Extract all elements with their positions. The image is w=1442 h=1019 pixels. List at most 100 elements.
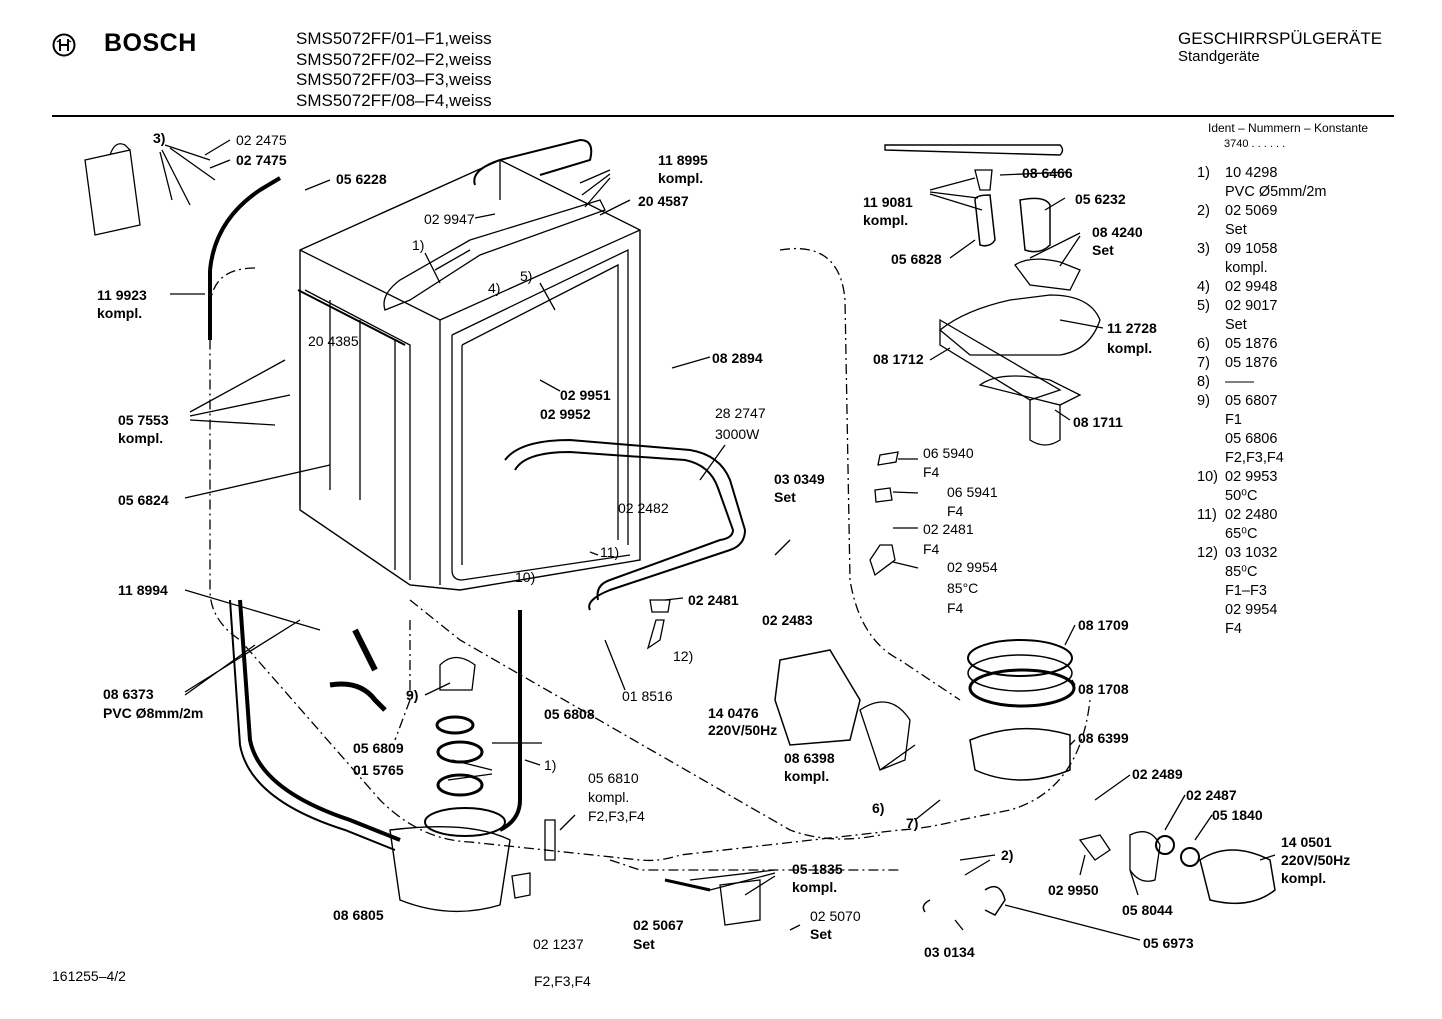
- part-label: 08 1708: [1078, 681, 1129, 697]
- part-label: 85°C: [947, 580, 979, 596]
- part-label: 5): [520, 268, 533, 284]
- part-label: Set: [810, 926, 832, 942]
- model-item: SMS5072FF/08–F4,weiss: [296, 90, 492, 110]
- part-label: 02 7475: [236, 152, 287, 168]
- part-label: kompl.: [1107, 340, 1153, 356]
- part-label: 02 5070: [810, 908, 861, 924]
- part-label: 14 0501: [1281, 834, 1332, 850]
- part-label: 03 0134: [924, 944, 975, 960]
- part-label: 02 9950: [1048, 882, 1099, 898]
- part-label: 08 2894: [712, 350, 763, 366]
- part-label: 02 2482: [618, 500, 669, 516]
- part-label: 4): [488, 280, 501, 296]
- part-label: F4: [947, 600, 964, 616]
- part-label: 08 6805: [333, 907, 384, 923]
- part-label: 05 6828: [891, 251, 942, 267]
- part-label: 7): [906, 815, 919, 831]
- part-label: F4: [947, 503, 964, 519]
- ident-number: 3740 . . . . . .: [1224, 138, 1286, 150]
- part-label: 08 6399: [1078, 730, 1129, 746]
- part-label: Set: [633, 936, 655, 952]
- category-title: GESCHIRRSPÜLGERÄTE: [1178, 29, 1383, 48]
- part-label: F4: [923, 464, 940, 480]
- part-label: 08 6466: [1022, 165, 1073, 181]
- part-label: 08 4240: [1092, 224, 1143, 240]
- part-label: 05 1840: [1212, 807, 1263, 823]
- model-item: SMS5072FF/02–F2,weiss: [296, 49, 492, 69]
- part-label: 02 5067: [633, 917, 684, 933]
- part-label: 11): [600, 544, 620, 560]
- part-label: 220V/50Hz: [708, 722, 778, 738]
- part-label: 6): [872, 800, 885, 816]
- part-label: 20 4385: [308, 333, 359, 349]
- part-label: 11 8994: [118, 582, 168, 598]
- variant-note: F2,F3,F4: [534, 973, 591, 989]
- part-label: kompl.: [118, 430, 164, 446]
- part-label: 05 6973: [1143, 935, 1194, 951]
- part-label: 02 9954: [947, 559, 998, 575]
- header-divider: [52, 115, 1394, 117]
- part-label: 11 9081: [863, 194, 913, 210]
- part-label: 02 9951: [560, 387, 611, 403]
- part-label: 2): [1001, 847, 1014, 863]
- legend-row: 8)——: [1197, 374, 1254, 390]
- part-label: 05 7553: [118, 412, 169, 428]
- part-label: 1): [412, 237, 425, 253]
- part-label: PVC Ø8mm/2m: [103, 705, 204, 721]
- part-label: 02 1237: [533, 936, 584, 952]
- part-label: 02 2475: [236, 132, 287, 148]
- part-label: 11 2728: [1107, 320, 1157, 336]
- model-item: SMS5072FF/01–F1,weiss: [296, 29, 492, 48]
- part-label: 02 9952: [540, 406, 591, 422]
- legend-row: 6)05 1876: [1197, 336, 1278, 352]
- part-label: 02 2483: [762, 612, 813, 628]
- part-label: kompl.: [863, 212, 909, 228]
- part-label: 08 1709: [1078, 617, 1129, 633]
- part-label: 02 2481: [688, 592, 739, 608]
- bosch-logo-icon: [52, 33, 76, 57]
- part-label: 02 2487: [1186, 787, 1237, 803]
- part-label: 11 8995: [658, 152, 708, 168]
- part-label: 05 6809: [353, 740, 404, 756]
- part-label: kompl.: [792, 879, 838, 895]
- brand-name: BOSCH: [104, 29, 197, 57]
- part-label: F4: [923, 541, 940, 557]
- part-label: 220V/50Hz: [1281, 852, 1351, 868]
- ident-title: Ident – Nummern – Konstante: [1208, 121, 1369, 135]
- part-label: Set: [1092, 242, 1114, 258]
- part-label: 01 5765: [353, 762, 404, 778]
- part-label: 05 6808: [544, 706, 595, 722]
- part-label: 9): [406, 687, 419, 703]
- subcategory-title: Standgeräte: [1178, 48, 1260, 65]
- part-label: kompl.: [588, 789, 630, 805]
- part-label: 1): [544, 757, 557, 773]
- part-label: 02 2489: [1132, 766, 1183, 782]
- part-label: 08 6373: [103, 686, 154, 702]
- part-label: kompl.: [784, 768, 830, 784]
- part-label: kompl.: [658, 170, 704, 186]
- part-label: 03 0349: [774, 471, 825, 487]
- part-label: 02 2481: [923, 521, 974, 537]
- legend-row: 4)02 9948: [1197, 279, 1278, 295]
- part-label: 08 1711: [1073, 414, 1123, 430]
- part-label: 06 5941: [947, 484, 998, 500]
- part-label: 14 0476: [708, 705, 759, 721]
- part-label: 05 1835: [792, 861, 843, 877]
- part-label: 08 6398: [784, 750, 835, 766]
- part-label: kompl.: [1281, 870, 1327, 886]
- legend-row: 7)05 1876: [1197, 355, 1278, 371]
- document-number: 161255–4/2: [52, 968, 126, 984]
- model-item: SMS5072FF/03–F3,weiss: [296, 70, 492, 89]
- part-label: 01 8516: [622, 688, 673, 704]
- part-label: 28 2747: [715, 405, 766, 421]
- part-label: kompl.: [97, 305, 143, 321]
- part-label: F2,F3,F4: [588, 808, 645, 824]
